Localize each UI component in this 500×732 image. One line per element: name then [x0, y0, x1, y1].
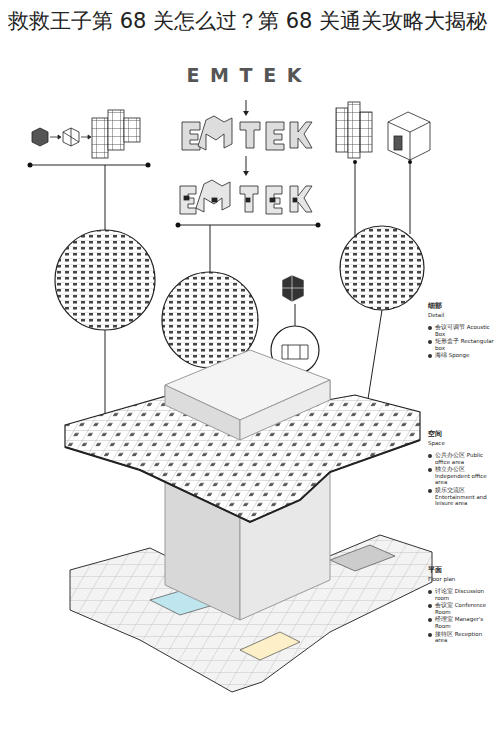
legend-bullet	[428, 489, 432, 493]
legend-text: 海绵 Sponge	[435, 352, 469, 359]
legend-bullet	[428, 633, 432, 637]
label-text: E M T E K	[186, 64, 303, 86]
legend-bullet	[428, 604, 432, 608]
legend-text: 经理室 Manager's Room	[435, 616, 496, 629]
legend-text: 会议室 Conference Room	[435, 602, 496, 615]
legend-text: 讨论室 Discussion room	[435, 588, 496, 601]
legend-bullet	[428, 454, 432, 458]
section-subheading: Detail	[428, 312, 496, 319]
legend-bullet	[428, 590, 432, 594]
title-text: 救救王子第 68 关怎么过？第 68 关通关攻略大揭秘	[8, 9, 487, 33]
label-text: 平面	[428, 566, 442, 574]
legend-text: 独立办公区 Independent office area	[435, 466, 496, 486]
label-text: Floor plan	[428, 576, 455, 582]
legend-text: 娱乐交流区 Entertainment and leisure area	[435, 487, 496, 507]
legend-text: 会议可调节 Acoustic Box	[435, 324, 496, 337]
legend-item: 娱乐交流区 Entertainment and leisure area	[428, 487, 496, 507]
legend-text: 矩形盒子 Rectangular box	[435, 338, 496, 351]
legend-item: 会议可调节 Acoustic Box	[428, 324, 496, 337]
section-heading: 细部	[428, 302, 496, 310]
page-title: 救救王子第 68 关怎么过？第 68 关通关攻略大揭秘	[8, 6, 494, 36]
legend-item: 会议室 Conference Room	[428, 602, 496, 615]
legend-item: 海绵 Sponge	[428, 352, 496, 359]
label-text: Space	[428, 440, 445, 446]
legend-item: 讨论室 Discussion room	[428, 588, 496, 601]
section-heading: 空间	[428, 430, 496, 438]
legend-text: 接待区 Reception area	[435, 631, 496, 644]
legend-text: 公共办公区 Public office area	[435, 452, 496, 465]
section-heading: 平面	[428, 566, 496, 574]
label-text: 细部	[428, 302, 442, 310]
legend-item: 接待区 Reception area	[428, 631, 496, 644]
legend-item: 矩形盒子 Rectangular box	[428, 338, 496, 351]
brand-heading: E M T E K	[175, 64, 315, 87]
legend-item: 公共办公区 Public office area	[428, 452, 496, 465]
legend-bullet	[428, 326, 432, 330]
label-text: Detail	[428, 312, 444, 318]
legend-bullet	[428, 354, 432, 358]
legend-item: 独立办公区 Independent office area	[428, 466, 496, 486]
section-subheading: Floor plan	[428, 576, 496, 583]
section-subheading: Space	[428, 440, 496, 447]
legend-bullet	[428, 468, 432, 472]
legend-bullet	[428, 340, 432, 344]
legend-item: 经理室 Manager's Room	[428, 616, 496, 629]
label-text: 空间	[428, 430, 442, 438]
legend-bullet	[428, 618, 432, 622]
